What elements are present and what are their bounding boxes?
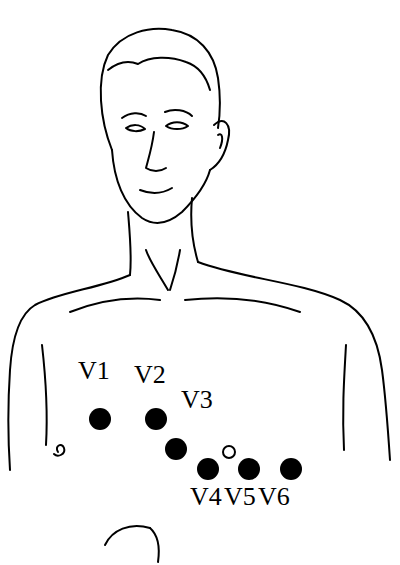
mouth — [140, 188, 172, 193]
face-outline — [112, 150, 210, 223]
head-outline — [101, 29, 220, 150]
nipple — [54, 445, 64, 456]
electrode-dot — [89, 408, 111, 430]
collarbone — [185, 298, 300, 312]
brow — [165, 110, 192, 116]
lead-label: V2 — [134, 362, 166, 388]
belly-line — [150, 528, 159, 562]
electrode-dot — [197, 458, 219, 480]
lead-label: V5 — [224, 484, 256, 510]
electrode-dot — [165, 438, 187, 460]
nipple — [223, 446, 235, 458]
neck — [191, 198, 198, 262]
lead-label: V3 — [181, 387, 213, 413]
collarbone — [70, 299, 160, 313]
brow — [122, 113, 146, 118]
electrode-dot — [238, 458, 260, 480]
lead-label: V1 — [78, 358, 110, 384]
lead-label: V6 — [258, 484, 290, 510]
lead-label: V4 — [190, 484, 222, 510]
nose — [146, 132, 166, 171]
right-shoulder — [198, 262, 390, 460]
electrode-dot — [280, 458, 302, 480]
right-armpit — [343, 345, 346, 450]
left-shoulder — [9, 275, 131, 470]
ear — [210, 121, 229, 170]
neck-line — [146, 250, 168, 290]
eye — [126, 125, 145, 131]
left-armpit — [42, 345, 47, 445]
ear-inner — [218, 134, 222, 148]
hair-line — [108, 58, 210, 90]
neck — [128, 212, 131, 275]
rib-line — [105, 526, 150, 545]
neck-line — [170, 250, 180, 290]
electrode-dot — [145, 408, 167, 430]
eye — [166, 122, 188, 129]
